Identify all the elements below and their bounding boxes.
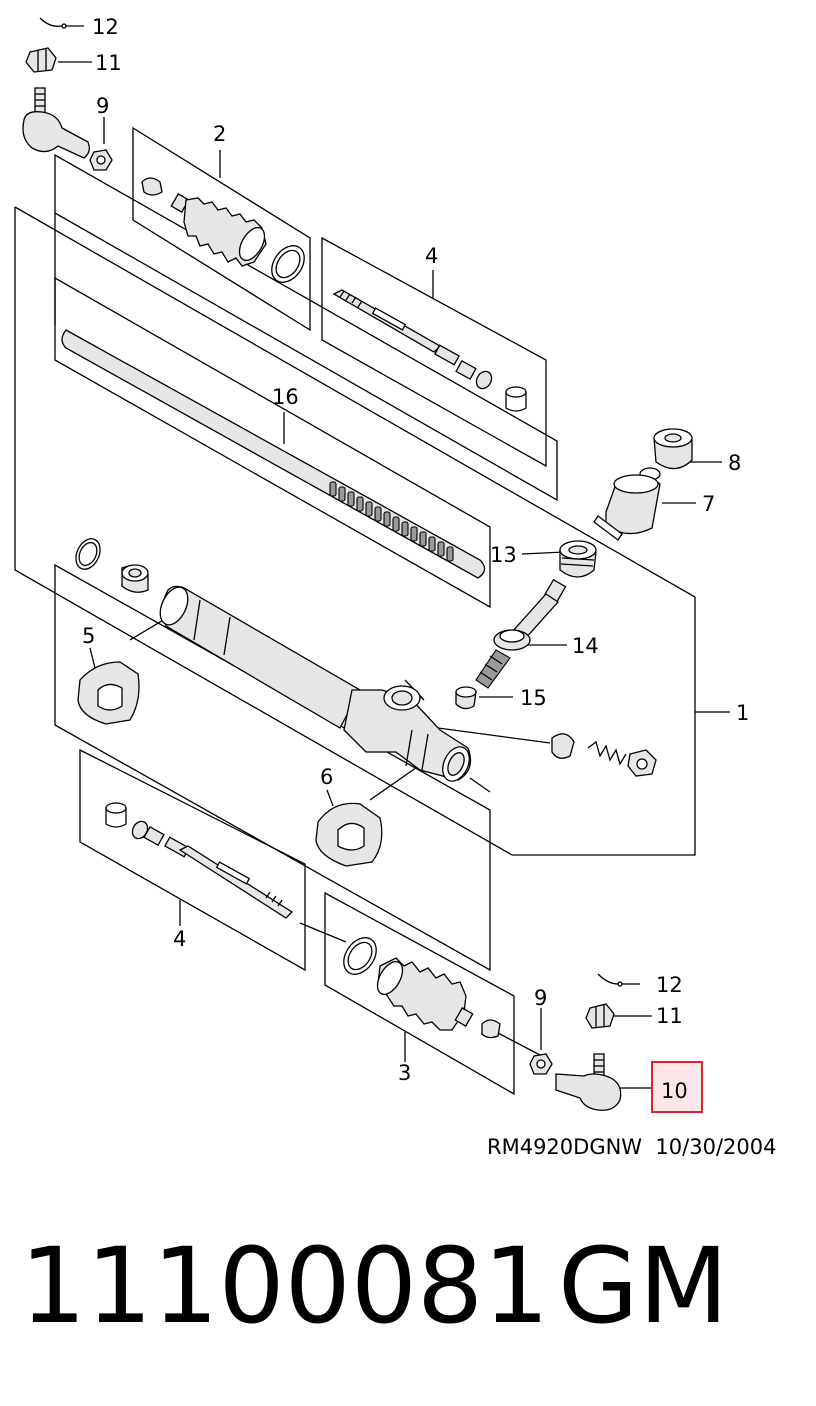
group-boxes — [14, 126, 696, 1096]
yoke-parts — [593, 428, 693, 541]
brand-name: GM — [558, 1225, 728, 1347]
callout-9-top: 9 — [96, 94, 109, 118]
tie-rod-end-body-bottom — [555, 1073, 622, 1111]
highlight-box[interactable] — [651, 1061, 703, 1113]
rack-teeth — [329, 481, 454, 562]
callout-16: 16 — [272, 385, 299, 409]
castle-nut-top — [25, 47, 57, 73]
callout-12-bottom: 12 — [656, 973, 683, 997]
rack-housing-tube — [161, 585, 361, 729]
part-number: 11100081 — [20, 1225, 549, 1347]
callout-5: 5 — [82, 624, 95, 648]
small-clamp-top — [141, 177, 163, 196]
callout-7: 7 — [702, 492, 715, 516]
inner-tie-rod-top — [332, 289, 527, 412]
callout-4-top: 4 — [425, 244, 438, 268]
pinion-parts — [455, 540, 597, 710]
callout-4-bottom: 4 — [173, 927, 186, 951]
box-4-top — [321, 236, 547, 468]
highlight-callout-10[interactable]: 10 — [651, 1061, 703, 1113]
tie-rod-end-top — [22, 17, 113, 171]
callout-8: 8 — [728, 451, 741, 475]
ball-stud-top — [34, 87, 46, 115]
yoke-spring-parts — [551, 733, 657, 777]
castle-nut-bottom — [585, 1003, 615, 1029]
housing-assembly — [75, 538, 472, 782]
callouts: 12 11 9 2 4 16 8 7 13 14 15 1 5 6 4 3 9 … — [82, 15, 749, 1085]
box-2 — [132, 126, 311, 332]
box-1-outline — [14, 206, 696, 856]
highlight-label: 10 — [661, 1079, 688, 1103]
callout-15: 15 — [520, 686, 547, 710]
callout-11-top: 11 — [95, 51, 122, 75]
callout-12-top: 12 — [92, 15, 119, 39]
yoke-spring — [587, 740, 627, 766]
box-3 — [324, 891, 515, 1096]
callout-9-bottom: 9 — [534, 986, 547, 1010]
yoke-seat — [551, 733, 575, 759]
callout-2: 2 — [213, 122, 226, 146]
box-4-bottom — [79, 748, 306, 972]
small-clamp-bottom — [481, 1019, 501, 1039]
pinion-housing — [343, 689, 472, 781]
callout-11-bottom: 11 — [656, 1004, 683, 1028]
box-upper-bracket — [54, 153, 558, 502]
callout-6: 6 — [320, 765, 333, 789]
box-lower-bracket — [54, 563, 491, 972]
rack-bar — [61, 329, 486, 579]
callout-14: 14 — [572, 634, 599, 658]
tie-rod-end-bottom — [529, 973, 640, 1111]
mounts — [77, 661, 383, 867]
callout-3: 3 — [398, 1061, 411, 1085]
boot-bottom — [343, 937, 501, 1039]
boot-top — [141, 177, 305, 283]
box-16 — [54, 276, 491, 609]
inner-tie-rod-bottom — [105, 802, 294, 919]
tie-rod-end-body-top — [22, 111, 90, 159]
diagram-reference: RM4920DGNW 10/30/2004 — [487, 1135, 776, 1159]
callout-13: 13 — [490, 543, 517, 567]
callout-1: 1 — [736, 701, 749, 725]
leader-lines — [58, 61, 730, 1089]
